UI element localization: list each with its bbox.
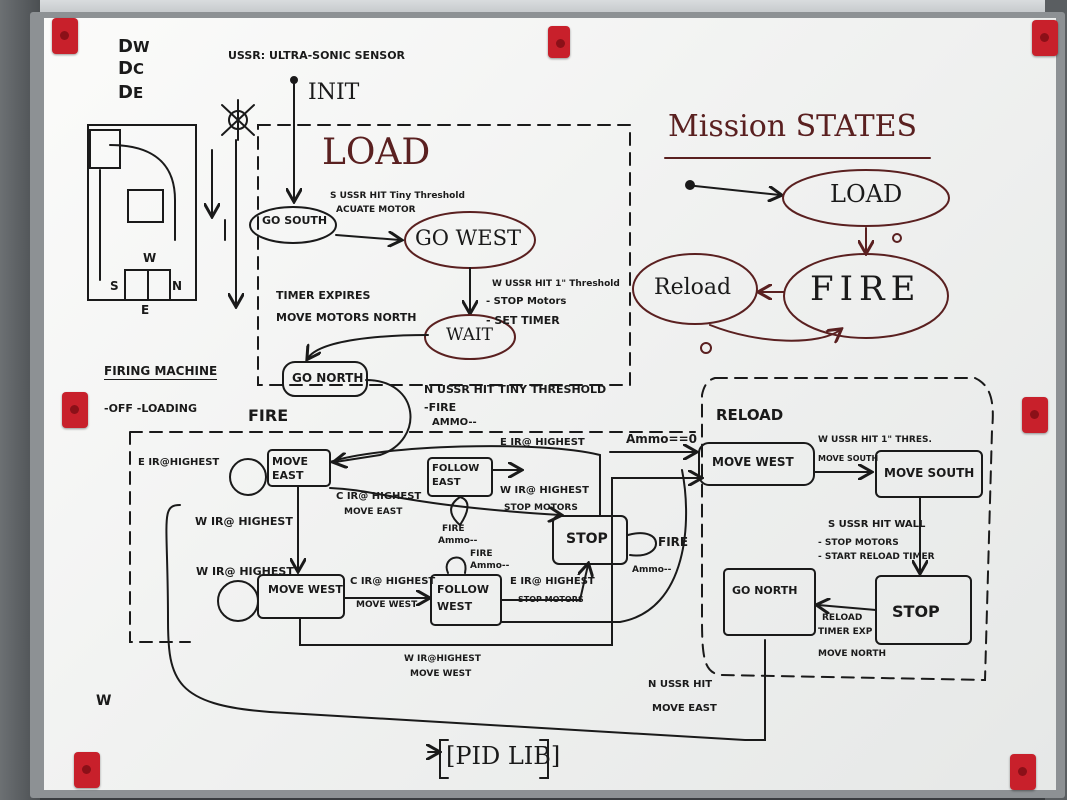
fire-stop: FIRE	[658, 535, 689, 549]
legend-d-e: DE	[118, 82, 144, 103]
reload-s-ussr: S USSR HIT WALL	[828, 519, 926, 530]
fire-action: -FIRE	[424, 401, 457, 414]
load-title: LOAD	[322, 132, 431, 173]
ammo-1: Ammo--	[438, 536, 478, 546]
clip-icon	[1010, 754, 1036, 790]
c-ir-1-action: MOVE EAST	[344, 507, 403, 517]
reload-timer-exp: TIMER EXP	[818, 627, 873, 637]
ammo-2: Ammo--	[470, 561, 510, 571]
e-ir-top: E IR@ HIGHEST	[500, 437, 585, 448]
n-ussr-condition: N USSR HIT TINY THRESHOLD	[424, 383, 607, 396]
reload-w-ussr: W USSR HIT 1" THRES.	[818, 435, 932, 445]
c-ir-2-action: MOVE WEST	[356, 600, 418, 610]
w-ir-bottom: W IR@HIGHEST	[404, 654, 481, 664]
state-go-north: GO NORTH	[292, 371, 364, 385]
compass-e: E	[141, 303, 150, 317]
clip-icon	[1022, 397, 1048, 433]
stop-motors-action: - STOP Motors	[486, 296, 567, 307]
fire-1: FIRE	[442, 524, 465, 534]
w-ussr-condition: W USSR HIT 1" Threshold	[492, 279, 620, 289]
reload-move-north: MOVE NORTH	[818, 649, 886, 659]
w-ir-bottom-action: MOVE WEST	[410, 669, 472, 679]
state-follow-west: FOLLOW WEST	[437, 583, 489, 613]
fire-2: FIRE	[470, 549, 493, 559]
reload-stop: STOP	[892, 602, 940, 621]
w-ir-1: W IR@ HIGHEST	[500, 485, 589, 496]
clip-icon	[548, 26, 570, 58]
mission-reload-state: Reload	[654, 275, 732, 300]
e-ir-left: E IR@HIGHEST	[138, 457, 220, 468]
state-move-west: MOVE WEST	[268, 583, 343, 596]
ussr-title: USSR: ULTRA-SONIC SENSOR	[228, 49, 406, 62]
move-north-action: MOVE MOTORS NORTH	[276, 311, 417, 324]
fire-section-title: FIRE	[248, 406, 289, 425]
state-wait: WAIT	[446, 325, 493, 345]
reload-n-ussr: N USSR HIT	[648, 679, 713, 690]
reload-move-south: MOVE SOUTH	[884, 466, 975, 480]
legend-d-c: DC	[118, 58, 144, 79]
clip-icon	[1032, 20, 1058, 56]
whiteboard	[44, 18, 1056, 790]
actuate-action: ACUATE MOTOR	[336, 205, 416, 215]
ammo-action: AMMO--	[432, 417, 477, 428]
e-ir-2: E IR@ HIGHEST	[510, 576, 595, 587]
reload-s-action-1: - STOP MOTORS	[818, 538, 899, 548]
s-ussr-condition: S USSR HIT Tiny Threshold	[330, 191, 465, 201]
mission-fire-state: FIRE	[810, 269, 922, 309]
reload-title: RELOAD	[716, 406, 784, 424]
e-ir-2-action: STOP MOTORS	[518, 595, 584, 604]
clip-icon	[74, 752, 100, 788]
c-ir-2: C IR@ HIGHEST	[350, 576, 436, 587]
ammo-stop: Ammo--	[632, 565, 672, 575]
compass-s: S	[110, 279, 119, 293]
firing-machine-title: FIRING MACHINE	[104, 364, 218, 380]
reload-s-action-2: - START RELOAD TIMER	[818, 552, 935, 562]
reload-go-north: GO NORTH	[732, 584, 798, 597]
clip-icon	[52, 18, 78, 54]
reload-n-ussr-action: MOVE EAST	[652, 703, 717, 714]
clip-icon	[62, 392, 88, 428]
reload-timer: RELOAD	[822, 613, 863, 623]
state-go-south: GO SOUTH	[262, 214, 328, 227]
w-ir-2: W IR@ HIGHEST	[196, 565, 294, 578]
state-follow-east: FOLLOW EAST	[432, 463, 480, 488]
set-timer-action: - SET TIMER	[486, 314, 560, 327]
reload-w-ussr-action: MOVE SOUTH	[818, 454, 879, 463]
w-ir-1-action: STOP MOTORS	[504, 503, 578, 513]
legend-d-w: DW	[118, 36, 150, 57]
state-go-west: GO WEST	[415, 226, 521, 250]
init-label: INIT	[308, 80, 360, 105]
pid-lib-label: [PID LIB]	[446, 742, 561, 770]
state-move-east: MOVE EAST	[272, 455, 309, 483]
timer-expires-label: TIMER EXPIRES	[276, 289, 371, 302]
compass-n: N	[172, 279, 183, 293]
ammo-zero: Ammo==0	[626, 432, 697, 446]
firing-machine-states: -OFF -LOADING	[104, 402, 197, 415]
c-ir-1: C IR@ HIGHEST	[336, 491, 422, 502]
state-stop: STOP	[566, 531, 608, 547]
compass-w: W	[143, 251, 157, 265]
mission-load-state: LOAD	[830, 180, 903, 208]
mission-states-title: Mission STATES	[668, 109, 918, 144]
reload-move-west: MOVE WEST	[712, 455, 794, 469]
corner-w: W	[96, 693, 112, 709]
w-ir-left: W IR@ HIGHEST	[195, 515, 293, 528]
